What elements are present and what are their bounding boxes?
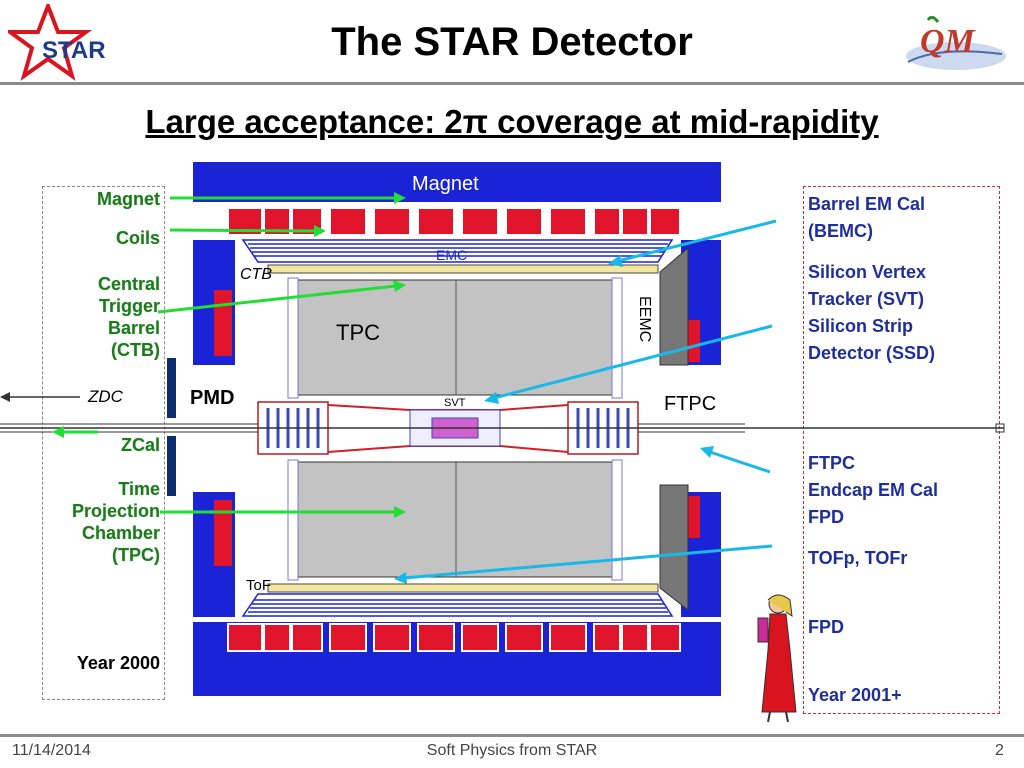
green-arrows <box>52 192 406 518</box>
diagram-pmd-label: PMD <box>190 387 234 409</box>
label-ctb-line: Barrel <box>107 318 160 338</box>
tof-strip <box>267 583 659 593</box>
star-logo-text: STAR <box>42 37 106 64</box>
page-subtitle: Large acceptance: 2π coverage at mid-rap… <box>145 103 879 140</box>
label-ftpc: FTPC Endcap EM Cal FPD <box>808 450 938 531</box>
label-fpd: FPD <box>808 617 844 637</box>
label-ctb: Central Trigger Barrel (CTB) <box>44 273 160 361</box>
footer-title: Soft Physics from STAR <box>426 742 598 759</box>
label-svt-line: Tracker (SVT) <box>808 289 925 309</box>
diagram-eemc-label: EEMC <box>636 296 653 342</box>
diagram-tpc-label: TPC <box>336 320 380 345</box>
footer-divider <box>0 734 1024 737</box>
label-zcal: ZCal <box>120 435 160 455</box>
label-tpc: Time Projection Chamber (TPC) <box>44 478 160 566</box>
ctb-strip <box>267 264 659 274</box>
label-ctb-line: Trigger <box>98 296 160 316</box>
pmd-bar-bottom <box>167 436 176 496</box>
label-ctb-line: (CTB) <box>111 340 160 360</box>
label-tpc-line: Time <box>118 479 160 499</box>
page-number: 2 <box>995 742 1004 759</box>
label-tof: TOFp, TOFr <box>808 548 908 568</box>
magnet-top-yoke <box>193 162 721 202</box>
page-title: The STAR Detector <box>331 20 693 64</box>
tpc-top-half <box>297 279 613 396</box>
footer-date: 11/14/2014 <box>12 742 91 759</box>
diagram-svt-label: SVT <box>444 397 466 409</box>
label-ftpc-line: FPD <box>808 507 844 527</box>
diagram-tof-label: ToF <box>246 577 271 594</box>
qm-logo: QM <box>906 15 1006 70</box>
label-ctb-line: Central <box>97 274 160 294</box>
barrel-emc-bottom <box>241 593 674 617</box>
label-svt-line: Silicon Strip <box>808 316 914 336</box>
bottom-coils <box>227 623 681 652</box>
star-logo: STAR <box>8 4 106 81</box>
year-2001-box <box>803 186 1000 714</box>
barrel-emc-top <box>241 239 674 263</box>
diagram-ftpc-label: FTPC <box>664 393 716 415</box>
diagram-emc-label: EMC <box>436 247 467 263</box>
label-magnet: Magnet <box>97 189 160 209</box>
cyan-arrows <box>394 219 777 584</box>
pmd-bar-top <box>167 358 176 418</box>
tpc-bottom-half <box>297 461 613 578</box>
label-svt-line: Detector (SSD) <box>808 343 936 363</box>
woman-figure-icon <box>757 594 797 723</box>
label-tpc-line: Chamber <box>81 523 160 543</box>
label-bemc-line: (BEMC) <box>808 221 873 241</box>
label-bemc: Barrel EM Cal (BEMC) <box>808 191 925 245</box>
eemc-top <box>659 246 689 366</box>
diagram-zdc-label: ZDC <box>87 387 124 406</box>
diagram-ctb-label: CTB <box>240 266 272 283</box>
label-svt: Silicon Vertex Tracker (SVT) Silicon Str… <box>808 259 935 367</box>
label-ftpc-line: Endcap EM Cal <box>808 480 939 500</box>
diagram-magnet-label: Magnet <box>412 173 479 195</box>
label-tpc-line: (TPC) <box>112 545 160 565</box>
year-2000-box <box>42 186 165 700</box>
eemc-bottom <box>659 484 689 612</box>
label-tpc-line: Projection <box>71 501 160 521</box>
label-bemc-line: Barrel EM Cal <box>808 194 926 214</box>
label-year-2000: Year 2000 <box>76 653 160 673</box>
label-year-2001: Year 2001+ <box>808 685 902 705</box>
label-coils: Coils <box>115 228 160 248</box>
title-divider <box>0 82 1024 85</box>
label-ftpc-line: FTPC <box>808 453 855 473</box>
top-coils <box>227 207 681 236</box>
qm-logo-text: QM <box>920 23 977 60</box>
label-svt-line: Silicon Vertex <box>808 262 927 282</box>
